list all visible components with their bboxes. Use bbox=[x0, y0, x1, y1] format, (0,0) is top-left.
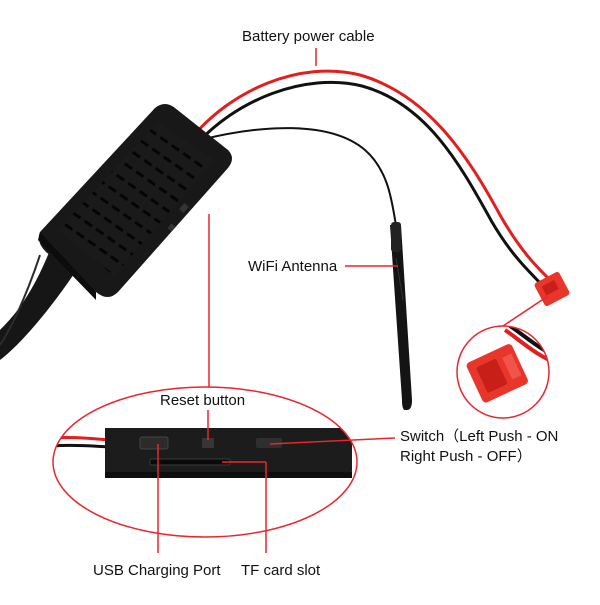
switch-label-line1: Switch（Left Push - ON bbox=[400, 428, 559, 445]
battery-power-cable-label: Battery power cable bbox=[242, 28, 375, 45]
tf-card-slot-label: TF card slot bbox=[241, 562, 321, 579]
battery-cable-black bbox=[193, 81, 542, 285]
battery-connector bbox=[534, 272, 570, 306]
reset-button-label: Reset button bbox=[160, 392, 246, 409]
usb-charging-port-label: USB Charging Port bbox=[93, 562, 221, 579]
battery-cable-red bbox=[188, 69, 550, 280]
antenna-wire bbox=[199, 127, 397, 226]
side-panel-zoom bbox=[52, 214, 358, 538]
camera-module-body bbox=[38, 104, 232, 300]
wifi-antenna-rod bbox=[390, 225, 412, 410]
ribbon-cable bbox=[0, 250, 78, 360]
switch-label-line2: Right Push - OFF） bbox=[400, 448, 532, 465]
wifi-antenna-label: WiFi Antenna bbox=[248, 258, 338, 275]
connector-zoom bbox=[456, 295, 550, 419]
callout-lines bbox=[157, 48, 398, 553]
